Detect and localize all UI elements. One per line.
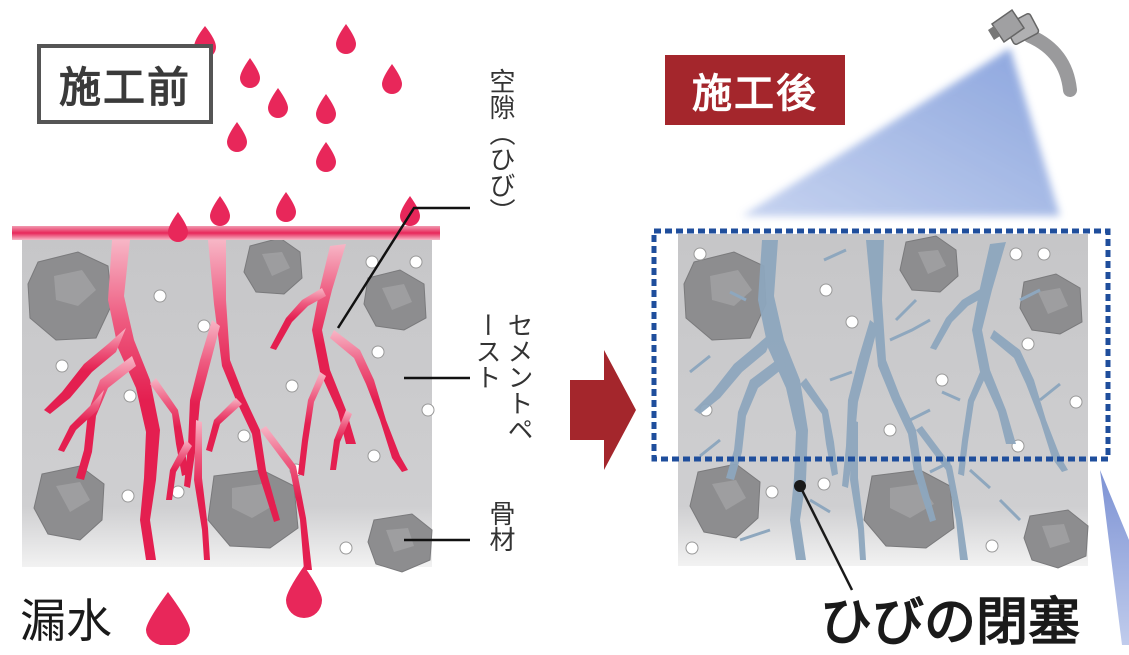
crack-sealed-label: ひびの閉塞 [820,593,1081,653]
water-drop-icon [146,592,190,645]
pebbles-after [685,247,1083,555]
water-drop-icon [316,142,336,172]
sealed-region-box [651,228,1111,462]
pebbles-before [55,255,435,555]
stone-highlights-before [54,252,414,552]
spray-mist [742,48,1060,216]
sealed-cracks [694,240,1068,560]
surface-band-before [12,226,440,240]
leak-drops [146,566,322,645]
water-drop-icon [276,192,296,222]
water-drops-falling [168,24,420,242]
water-drop-icon [382,64,402,94]
leak-label: 漏水 [20,594,112,648]
spray-beam [1100,470,1129,645]
after-badge: 施工後 [665,55,845,125]
right-arrow-icon [570,350,636,470]
water-drop-icon [400,196,420,226]
water-drop-icon [316,94,336,124]
water-drop-icon [240,58,260,88]
water-drop-icon [336,24,356,54]
before-panel [12,24,470,645]
leader-lines-before [336,206,470,542]
aggregate-label: 骨材 [485,500,515,552]
before-badge: 施工前 [37,44,213,124]
cracks-before [44,240,408,570]
spray-bottle-icon [988,8,1077,97]
water-drop-icon [227,122,247,152]
water-drop-icon [268,88,288,118]
water-drop-icon [210,196,230,226]
cement-paste-label: セメントペースト [471,312,533,442]
sealed-crack-branches [689,248,1061,542]
water-drop-icon [286,566,322,618]
water-drop-icon [168,212,188,242]
void-crack-label: 空隙（ひび） [485,68,515,224]
after-panel [651,8,1129,645]
leader-line-after [794,480,854,591]
